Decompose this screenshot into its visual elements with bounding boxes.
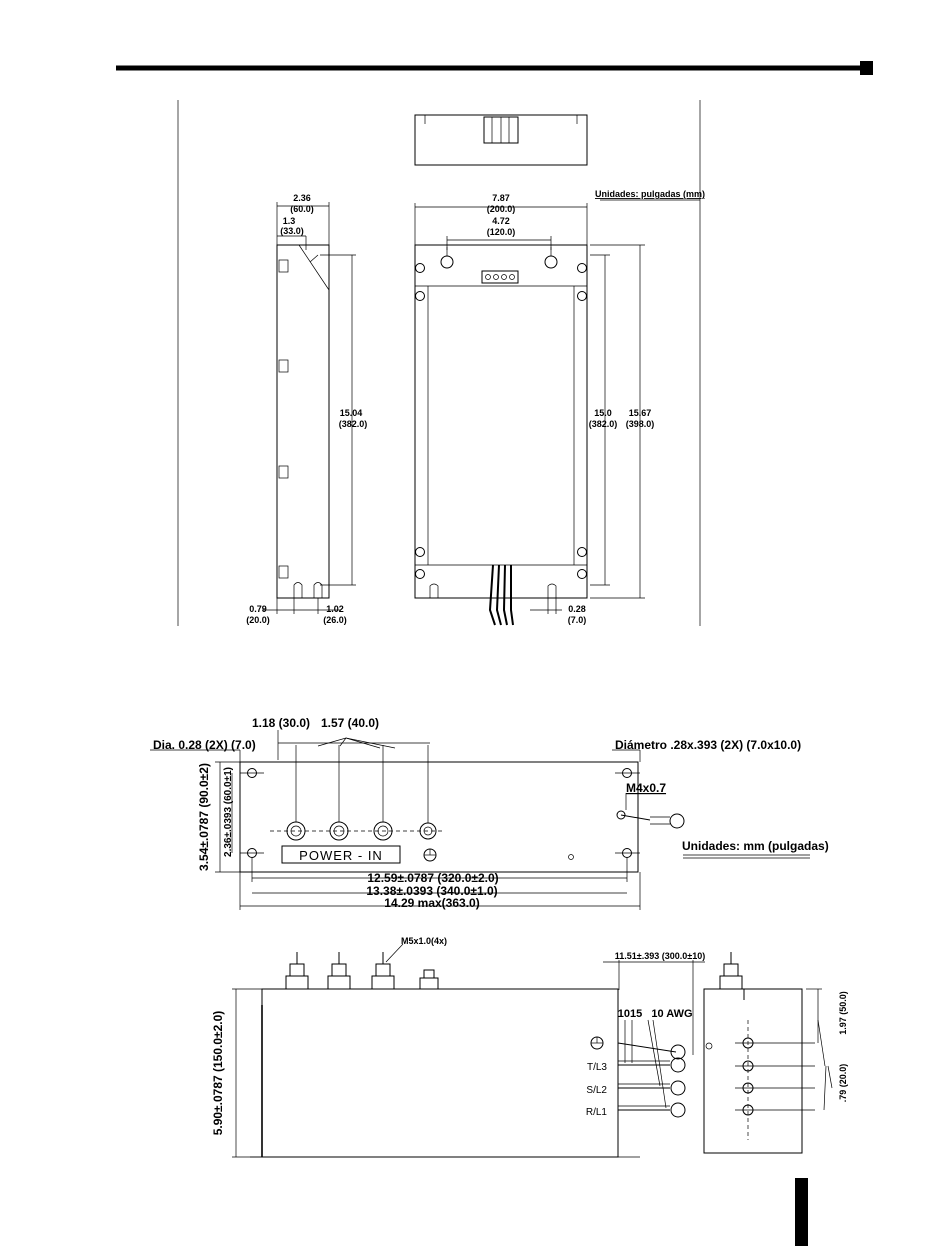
side-bottom-right-in: 1.02 bbox=[326, 604, 344, 614]
terminal-t-l3-label: T/L3 bbox=[587, 1062, 607, 1073]
ring-lug-icon bbox=[669, 813, 685, 829]
output-cables bbox=[590, 960, 705, 1118]
m4-stud bbox=[616, 810, 626, 820]
power-in-label-plate bbox=[281, 845, 401, 864]
cable-type-a-label: 1015 bbox=[618, 1008, 642, 1020]
front-height-outer-in: 15.67 bbox=[629, 408, 652, 418]
side-bottom-left-mm: (20.0) bbox=[246, 615, 270, 625]
m5-thread-label: M5x1.0(4x) bbox=[401, 936, 447, 946]
front-height-outer-mm: (398.0) bbox=[626, 419, 655, 429]
front-hole-spacing-mm: (120.0) bbox=[487, 227, 516, 237]
terminal-r-l1-label: R/L1 bbox=[586, 1107, 608, 1118]
top-view bbox=[414, 114, 588, 166]
elevation-height-label: 5.90±.0787 (150.0±2.0) bbox=[211, 1011, 225, 1136]
end-view-pitch-label: .79 (20.0) bbox=[838, 1064, 848, 1103]
pitch-b-label: 1.57 (40.0) bbox=[321, 716, 379, 730]
drawing-2-units-note: Unidades: mm (pulgadas) bbox=[682, 839, 829, 853]
cable-type-b-label: 10 AWG bbox=[651, 1008, 692, 1020]
side-bottom-right-mm: (26.0) bbox=[323, 615, 347, 625]
side-width-mm: (60.0) bbox=[290, 204, 314, 214]
side-offset-mm: (33.0) bbox=[280, 226, 304, 236]
end-view-top-label: 1.97 (50.0) bbox=[838, 991, 848, 1035]
height-inner-label: 2.36±.0393 (60.0±1) bbox=[223, 767, 234, 857]
side-bottom-left-in: 0.79 bbox=[249, 604, 267, 614]
front-bottom-right-mm: (7.0) bbox=[568, 615, 587, 625]
width-2-label: 13.38±.0393 (340.0±1.0) bbox=[366, 884, 497, 898]
front-width-in: 7.87 bbox=[492, 193, 510, 203]
front-bottom-right-in: 0.28 bbox=[568, 604, 586, 614]
side-offset-in: 1.3 bbox=[283, 216, 296, 226]
front-width-mm: (200.0) bbox=[487, 204, 516, 214]
height-outer-label: 3.54±.0787 (90.0±2) bbox=[197, 763, 211, 871]
width-3-label: 14.29 max(363.0) bbox=[384, 896, 479, 910]
header-marker bbox=[860, 61, 873, 75]
front-hole-spacing-in: 4.72 bbox=[492, 216, 510, 226]
elevation-studs bbox=[285, 943, 439, 990]
end-view bbox=[703, 952, 833, 1154]
elevation-body bbox=[261, 988, 619, 1158]
front-height-inner-mm: (382.0) bbox=[589, 419, 618, 429]
cable-length-label: 11.51±.393 (300.0±10) bbox=[615, 951, 705, 961]
pitch-a-label: 1.18 (30.0) bbox=[252, 716, 310, 730]
dia-left-label: Dia. 0.28 (2X) (7.0) bbox=[153, 738, 256, 752]
keyhole-right bbox=[544, 255, 558, 269]
side-view bbox=[262, 202, 356, 614]
width-1-label: 12.59±.0787 (320.0±2.0) bbox=[367, 871, 498, 885]
terminal-block-front bbox=[481, 270, 519, 284]
side-height-in: 15.04 bbox=[340, 408, 363, 418]
dia-right-label: Diámetro .28x.393 (2X) (7.0x10.0) bbox=[615, 738, 801, 752]
m4-thread-label: M4x0.7 bbox=[626, 781, 666, 795]
drawing-2-top-plan: POWER - IN bbox=[150, 730, 810, 910]
keyhole-left bbox=[440, 255, 454, 269]
front-view bbox=[414, 203, 645, 626]
drawing-1-units-note: Unidades: pulgadas (mm) bbox=[595, 189, 705, 199]
power-in-label: POWER - IN bbox=[299, 848, 383, 863]
side-height-mm: (382.0) bbox=[339, 419, 368, 429]
side-width-in: 2.36 bbox=[293, 193, 311, 203]
plan-body bbox=[239, 761, 639, 873]
drawing-3-side-elevation bbox=[232, 943, 833, 1158]
page-edge-tab bbox=[795, 1178, 808, 1246]
drawing-1-filter-outline: 2.36 (60.0) 1.3 (33.0) 15.04 (382.0) 0.7… bbox=[177, 100, 705, 626]
front-height-inner-in: 15.0 bbox=[594, 408, 612, 418]
terminal-s-l2-label: S/L2 bbox=[586, 1085, 607, 1096]
plan-studs bbox=[270, 745, 574, 862]
